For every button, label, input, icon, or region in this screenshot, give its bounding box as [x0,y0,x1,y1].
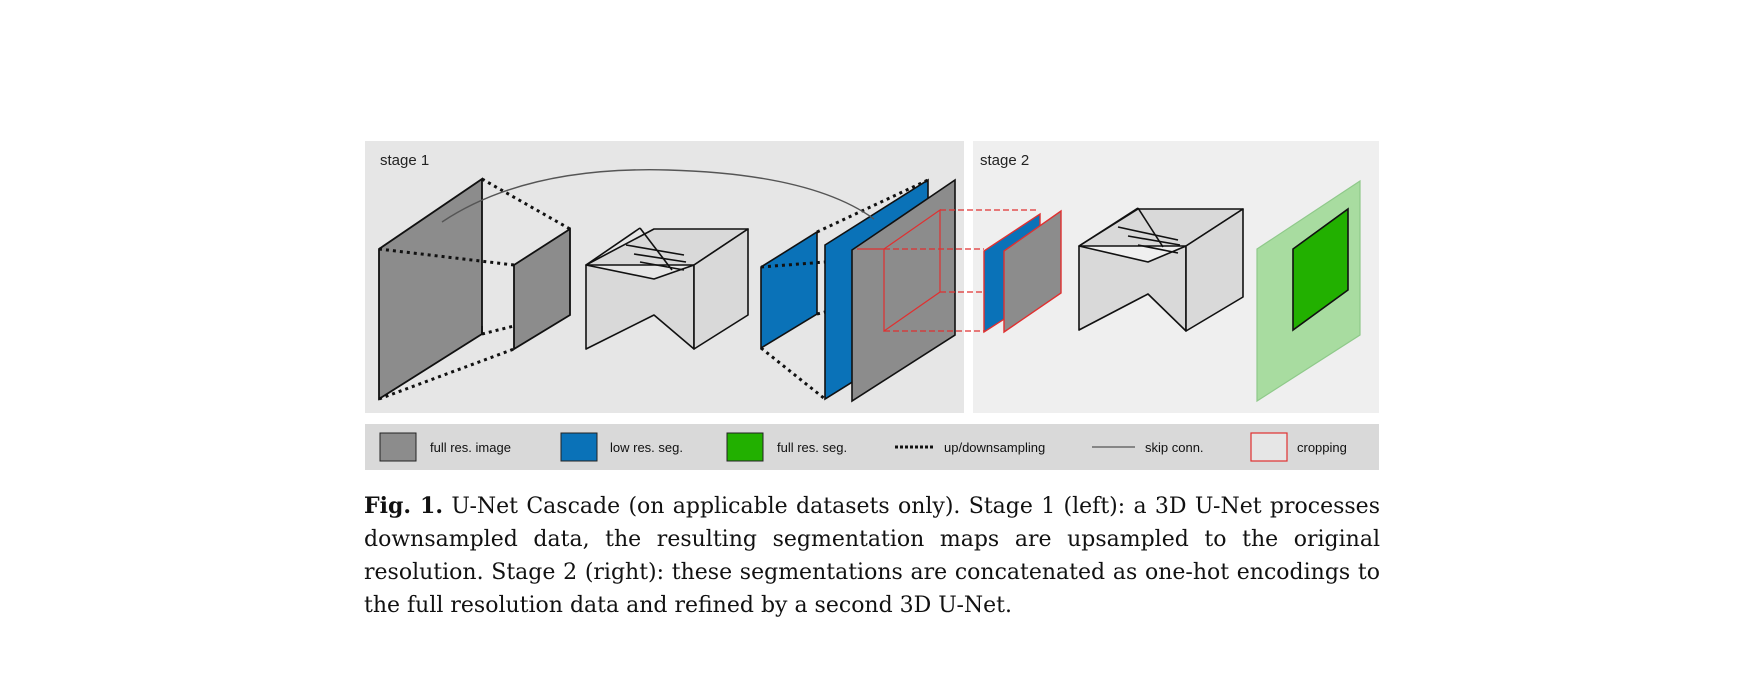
legend-label-full-res-seg: full res. seg. [777,440,847,455]
stage1-full-res-image-right [851,178,956,403]
stage2-label: stage 2 [980,152,1029,169]
stage1-unet [585,227,749,350]
legend-swatch-low-res-seg [560,432,598,462]
legend-swatch-cropping [1250,432,1288,462]
figure-caption: Fig. 1. U-Net Cascade (on applicable dat… [364,490,1380,622]
stage2-cropped-image [1003,209,1062,334]
stage1-downsampled-image [513,227,571,351]
caption-text: U-Net Cascade (on applicable datasets on… [364,494,1380,618]
stage2-unet [1078,207,1244,332]
legend-bar [365,424,1379,470]
legend-label-full-res-image: full res. image [430,440,511,455]
figure-label: Fig. 1. [364,493,443,519]
downsampling-lines [378,177,571,401]
legend-swatch-full-res-image [379,432,417,462]
stage2-full-res-seg [1292,207,1349,332]
stage1-label: stage 1 [380,152,429,169]
legend-label-skip-conn: skip conn. [1145,440,1204,455]
upsampling-lines [760,178,929,401]
legend-swatch-full-res-seg [726,432,764,462]
skip-connection-arc [441,169,875,223]
legend-label-low-res-seg: low res. seg. [610,440,683,455]
legend-label-updownsampling: up/downsampling [944,440,1045,455]
legend-label-cropping: cropping [1297,440,1347,455]
